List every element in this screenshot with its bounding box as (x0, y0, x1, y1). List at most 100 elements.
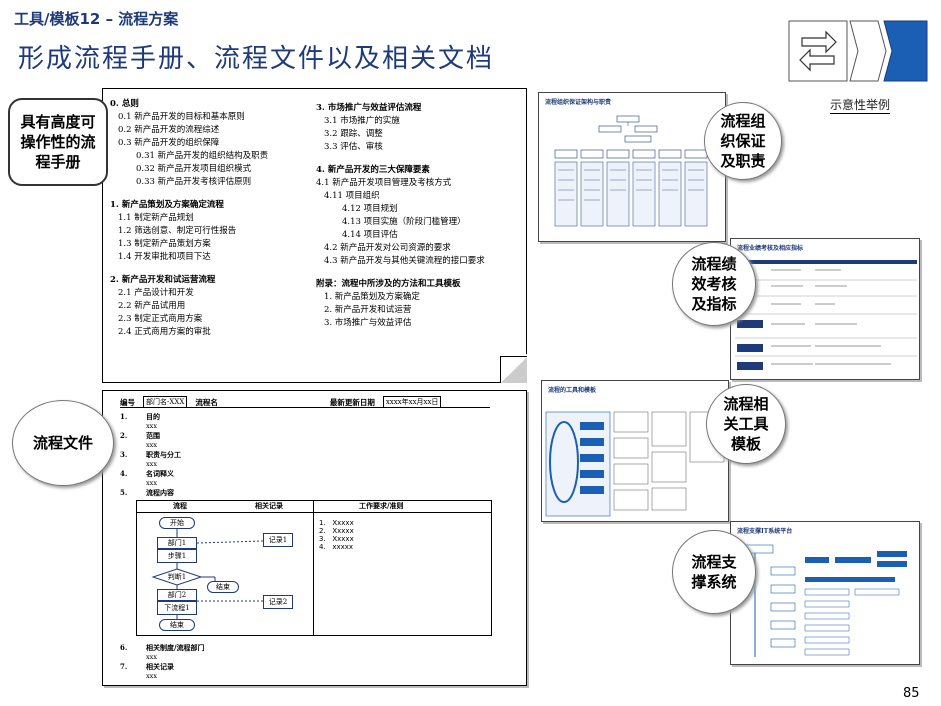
file-section: 1.目的 (120, 412, 320, 422)
record-col-header: 相关记录 (255, 501, 283, 510)
page-number: 85 (903, 686, 920, 701)
section-number: 6. (120, 643, 128, 652)
it-support-thumbnail: 流程支撑IT系统平台 (730, 521, 920, 665)
toc-item: 3.3 评估、审核 (324, 142, 383, 152)
flow-col-header: 流程 (173, 501, 187, 510)
flow-record1: 记录1 (263, 533, 293, 547)
toc-heading: 0. 总则 (110, 99, 139, 109)
section-value: xxx (146, 460, 157, 468)
flow-task1-node: 步骤1 (157, 549, 197, 563)
table-column-divider (313, 501, 314, 635)
toc-spacer (110, 189, 310, 199)
section-label: 相关记录 (146, 662, 174, 671)
toc-item: 4.1 新产品开发项目管理及考核方式 (316, 178, 452, 188)
flow-task2-node: 下流程1 (157, 601, 197, 615)
toc-item: 1. 新产品策划及方案确定 (324, 292, 420, 302)
process-cycle-logo (788, 20, 928, 82)
toc-item: 2.2 新产品试用用 (118, 301, 186, 311)
process-manual-sheet (102, 88, 527, 383)
support-bubble-text: 流程支 撑系统 (691, 553, 737, 591)
flow-record2: 记录2 (263, 595, 293, 609)
toc-item: 4.12 项目规划 (342, 204, 398, 214)
tools-thumbnail-title: 流程的工具和模板 (548, 387, 597, 394)
section-label: 职责与分工 (146, 450, 181, 459)
tools-graphic (545, 411, 725, 517)
section-label: 相关制度/流程部门 (146, 643, 205, 652)
section-number: 5. (120, 488, 128, 497)
toc-item: 0.33 新产品开发考核评估原则 (136, 177, 252, 187)
toc-item: 3.2 跟踪、调整 (324, 129, 383, 139)
toc-item: 0.3 新产品开发的组织保障 (118, 138, 220, 148)
toc-spacer (316, 154, 521, 164)
org-chart-graphic (554, 115, 708, 227)
section-number: 3. (120, 450, 128, 459)
toc-item: 2.4 正式商用方案的审批 (118, 327, 211, 337)
date-label: 最新更新日期 (329, 397, 375, 407)
toc-item: 2. 新产品开发和试运营 (324, 305, 412, 315)
it-support-graphic (736, 544, 907, 657)
org-bubble-text: 流程组 织保证 及职责 (720, 112, 766, 170)
section-number: 2. (120, 431, 128, 440)
section-label: 范围 (146, 431, 160, 440)
toc-heading: 1. 新产品策划及方案确定流程 (110, 200, 224, 210)
toc-spacer (110, 264, 310, 274)
flow-step: 4. xxxxx (319, 543, 354, 551)
kpi-bubble: 流程绩 效考核 及指标 (672, 242, 756, 326)
table-header-divider (137, 512, 491, 513)
flow-connectors (151, 529, 264, 619)
toc-item: 1.4 开发审批和项目下达 (118, 252, 211, 262)
flow-start-node: 开始 (159, 517, 195, 529)
kpi-thumbnail-title: 流程业绩考核及相应指标 (737, 245, 804, 252)
file-section: 5.流程内容 (120, 488, 320, 498)
date-value: xxxx年xx月xx日 (382, 396, 442, 408)
page-title: 形成流程手册、流程文件以及相关文档 (18, 44, 495, 74)
code-label: 编号 (120, 397, 135, 407)
flow-dept2-node: 部门2 (157, 589, 197, 601)
section-value: xxx (146, 653, 157, 661)
flow-end-right-node: 结束 (207, 581, 239, 593)
toc-item: 1.1 制定新产品规划 (118, 213, 194, 223)
toc-item: 4.11 项目组织 (324, 191, 380, 201)
org-bubble: 流程组 织保证 及职责 (704, 102, 782, 180)
toc-item: 3.1 市场推广的实施 (324, 116, 400, 126)
process-file-header: 编号 部门名-XXX 流程名 最新更新日期 xxxx年xx月xx日 (120, 396, 490, 408)
toc-heading: 2. 新产品开发和试运营流程 (110, 275, 216, 285)
page-fold-corner (500, 356, 527, 383)
section-number: 4. (120, 469, 128, 478)
flow-step: 1. Xxxxx (319, 519, 354, 527)
file-section: 2. 范围 (120, 431, 320, 441)
toc-item: 4.3 新产品开发与其他关键流程的接口要求 (324, 256, 485, 266)
toc-item: 4.2 新产品开发对公司资源的要求 (324, 243, 451, 253)
file-bubble-text: 流程文件 (32, 434, 93, 452)
section-value: xxx (146, 422, 157, 430)
support-bubble: 流程支 撑系统 (672, 530, 756, 614)
file-section: 4. 名词释义 (120, 469, 320, 479)
demo-note: 示意性举例 (830, 98, 891, 114)
section-label: 名词释义 (146, 469, 174, 478)
toc-heading: 3. 市场推广与效益评估流程 (316, 103, 422, 113)
flow-end-node: 结束 (159, 619, 195, 631)
file-bubble: 流程文件 (12, 400, 114, 486)
toc-item: 3. 市场推广与效益评估 (324, 318, 412, 328)
flow-decision-node: 判断1 (167, 573, 187, 581)
org-thumbnail-title: 流程组织保证架构与职责 (545, 99, 612, 106)
flow-table: 流程 相关记录 工作要求/准则 开始 部门1 步骤1 判断1 结束 部门2 下流… (136, 500, 492, 636)
toc-item: 1.2 筛选创意、制定可行性报告 (118, 226, 237, 236)
file-section: 7.相关记录 (120, 662, 360, 672)
requirement-col-header: 工作要求/准则 (359, 501, 404, 510)
flow-step: 2. Xxxxx (319, 527, 354, 535)
toc-spacer (316, 268, 521, 278)
tools-bubble-text: 流程相 关工具 模板 (723, 395, 769, 453)
kpi-bubble-text: 流程绩 效考核 及指标 (691, 255, 737, 313)
toc-heading: 附录：流程中所涉及的方法和工具模板 (316, 279, 461, 289)
toc-item: 0.31 新产品开发的组织结构及职责 (136, 151, 269, 161)
file-section: 6. 相关制度/流程部门 (120, 643, 360, 653)
section-label: 目的 (146, 412, 160, 421)
org-chart-thumbnail: 流程组织保证架构与职责 (538, 92, 726, 242)
kpi-table-graphic (735, 260, 917, 370)
toc-item: 2.3 制定正式商用方案 (118, 314, 203, 324)
